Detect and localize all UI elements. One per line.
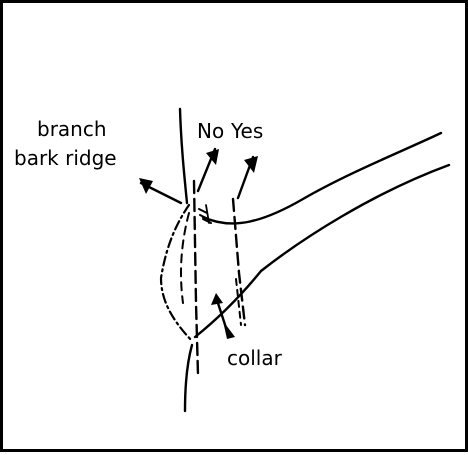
yes-arrow-icon	[236, 155, 258, 200]
label-collar: collar	[227, 346, 283, 370]
trunk-line-lower	[183, 343, 194, 413]
label-bark-ridge: bark ridge	[14, 146, 117, 170]
branch-upper-edge	[201, 131, 443, 225]
bark-ridge-marks	[198, 204, 212, 224]
bark-ridge-arrow-icon	[139, 178, 183, 205]
label-yes: Yes	[230, 119, 263, 143]
label-no: No	[197, 119, 224, 143]
collar-arrow-icon	[211, 293, 235, 339]
collar-extent-line	[235, 278, 242, 326]
yes-cut-line	[231, 197, 247, 327]
label-branch: branch	[37, 117, 107, 141]
no-arrow-icon	[196, 147, 219, 193]
branch-lower-edge	[193, 163, 451, 339]
pruning-cut-diagram: branch bark ridge No Yes collar	[14, 107, 451, 413]
bark-ridge-inner-line	[180, 212, 190, 304]
no-cut-line	[192, 179, 200, 377]
branch-collar-outline	[159, 203, 194, 343]
trunk-line-upper	[178, 107, 189, 205]
